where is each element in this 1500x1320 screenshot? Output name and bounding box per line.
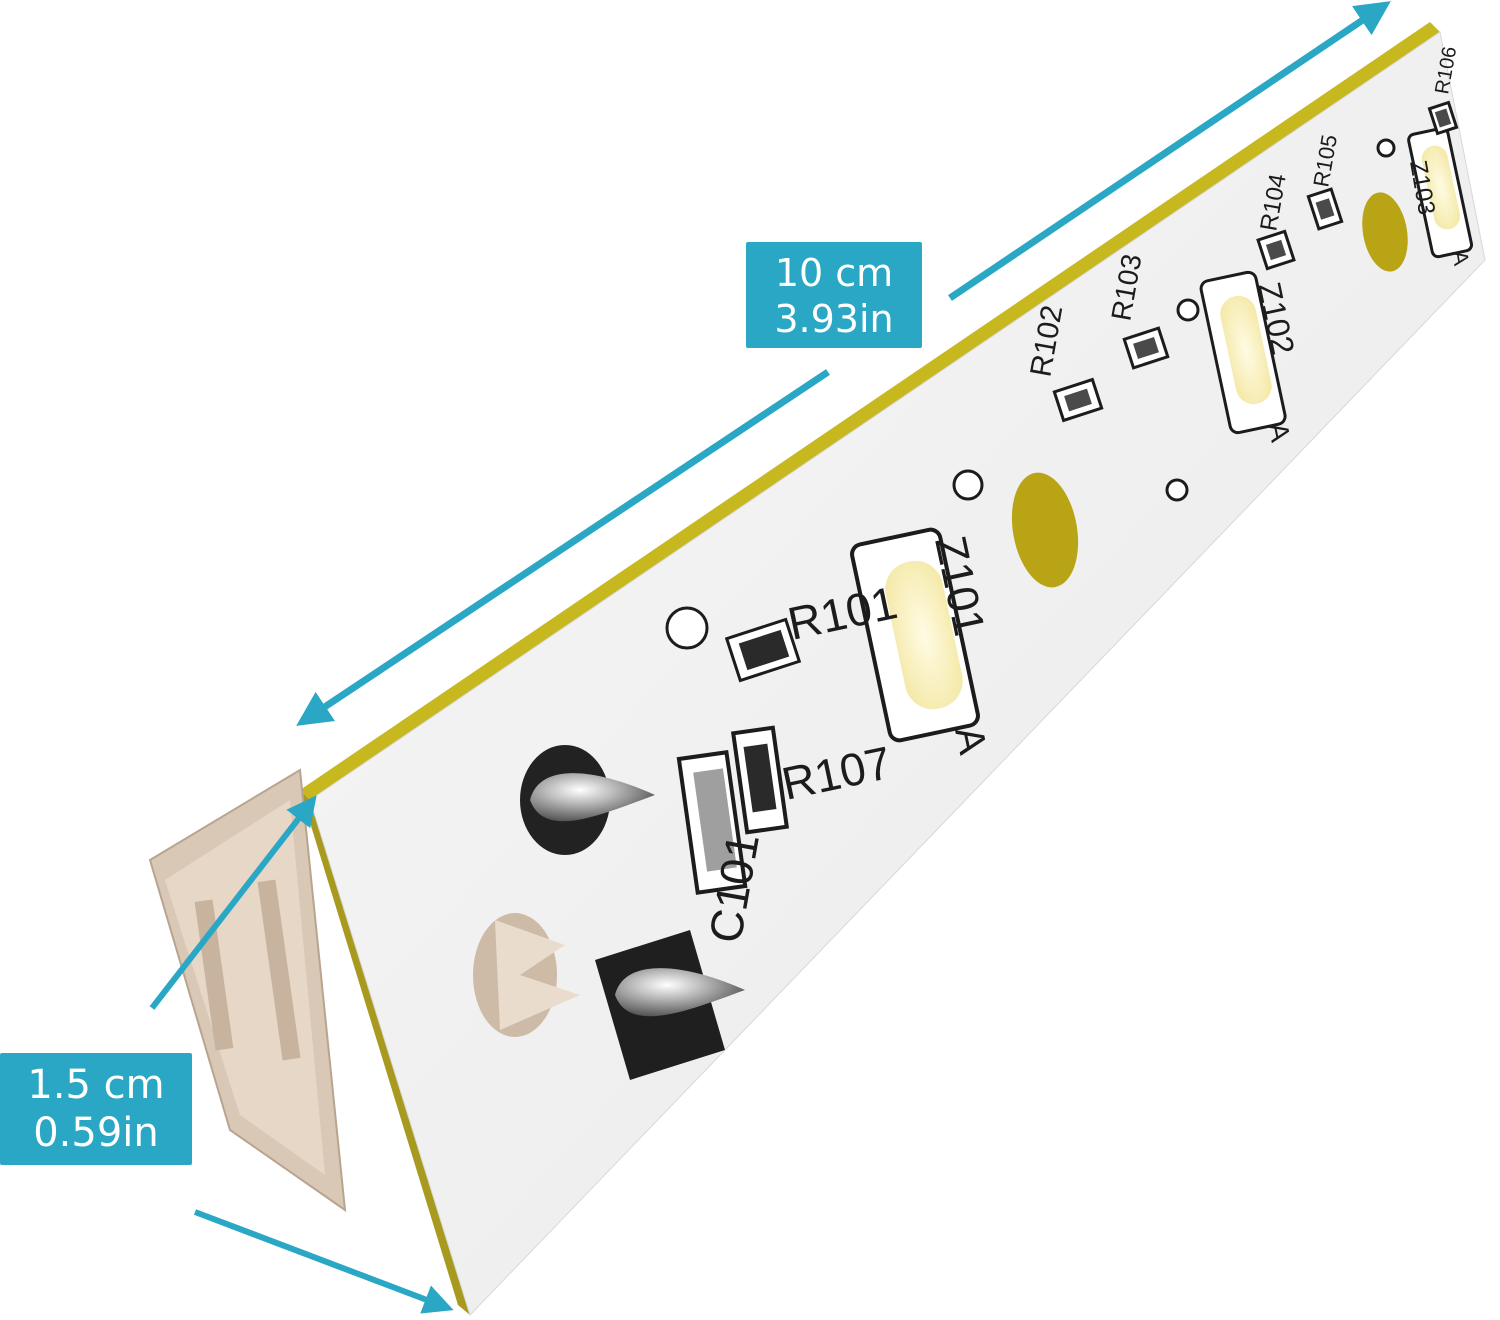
width-arrow-lower [193, 1209, 454, 1314]
via-hole [1165, 478, 1189, 502]
led-z103 [1407, 126, 1474, 259]
solder-pad-bottom [595, 930, 745, 1080]
via-hole [1176, 298, 1200, 322]
length-arrow-upper [948, 1, 1391, 301]
via-hole [1376, 138, 1396, 158]
resistor-r102 [1052, 377, 1104, 423]
solder-pad-top [520, 745, 655, 855]
connector-pin [473, 913, 580, 1037]
connector-housing [148, 768, 347, 1213]
width-metric: 1.5 cm [27, 1062, 165, 1108]
width-imperial: 0.59in [33, 1110, 159, 1156]
width-dimension-label: 1.5 cm 0.59in [0, 1053, 192, 1165]
board-edge [300, 22, 1440, 800]
label-anode-z103: A [1447, 249, 1474, 268]
resistor-r106 [1427, 100, 1459, 136]
length-imperial: 3.93in [774, 297, 894, 341]
board-edge-side [300, 790, 470, 1315]
length-metric: 10 cm [774, 251, 894, 295]
led-z102 [1199, 270, 1287, 435]
resistor-r105 [1306, 187, 1344, 231]
capacitor-c101 [676, 750, 748, 895]
width-arrow-upper [149, 795, 317, 1010]
length-dimension-label: 10 cm 3.93in [746, 242, 922, 348]
via-hole [952, 469, 984, 501]
resistor-r103 [1122, 326, 1170, 370]
length-arrow-lower [296, 369, 830, 726]
resistor-r104 [1256, 229, 1296, 271]
resistor-r101 [724, 617, 802, 683]
resistor-r107 [730, 725, 790, 835]
mounting-hole [1362, 192, 1408, 272]
via-hole [665, 606, 709, 650]
mounting-hole [1011, 472, 1079, 588]
led-z101 [850, 527, 980, 743]
